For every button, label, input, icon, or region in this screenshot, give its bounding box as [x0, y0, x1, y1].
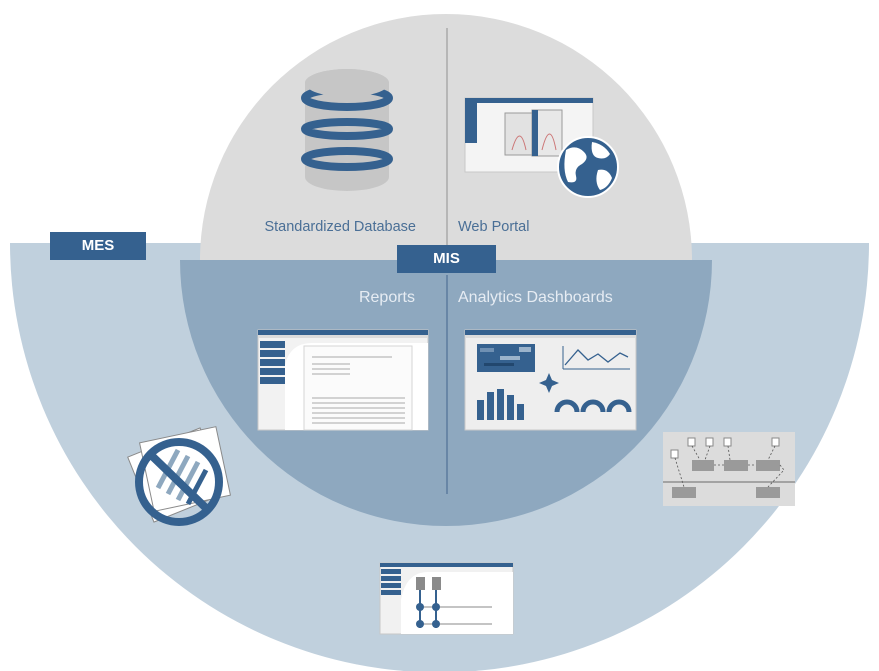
reports-label: Reports — [358, 289, 415, 306]
no-paper-reports-icon — [127, 426, 232, 526]
globe-icon — [557, 136, 619, 198]
mis-badge: MIS — [397, 245, 496, 273]
database-icon — [301, 69, 393, 191]
dashboard-screenshot — [464, 329, 637, 431]
report-screenshot — [257, 329, 429, 431]
analytics-dashboards-label: Analytics Dashboards — [458, 289, 613, 306]
standardized-database-label: Standardized Database — [264, 219, 416, 235]
mes-badge: MES — [50, 232, 146, 260]
genealogy-screenshot — [379, 562, 514, 635]
web-portal-label: Web Portal — [458, 219, 530, 235]
process-flow-diagram — [663, 432, 795, 506]
mis-region — [180, 260, 712, 526]
